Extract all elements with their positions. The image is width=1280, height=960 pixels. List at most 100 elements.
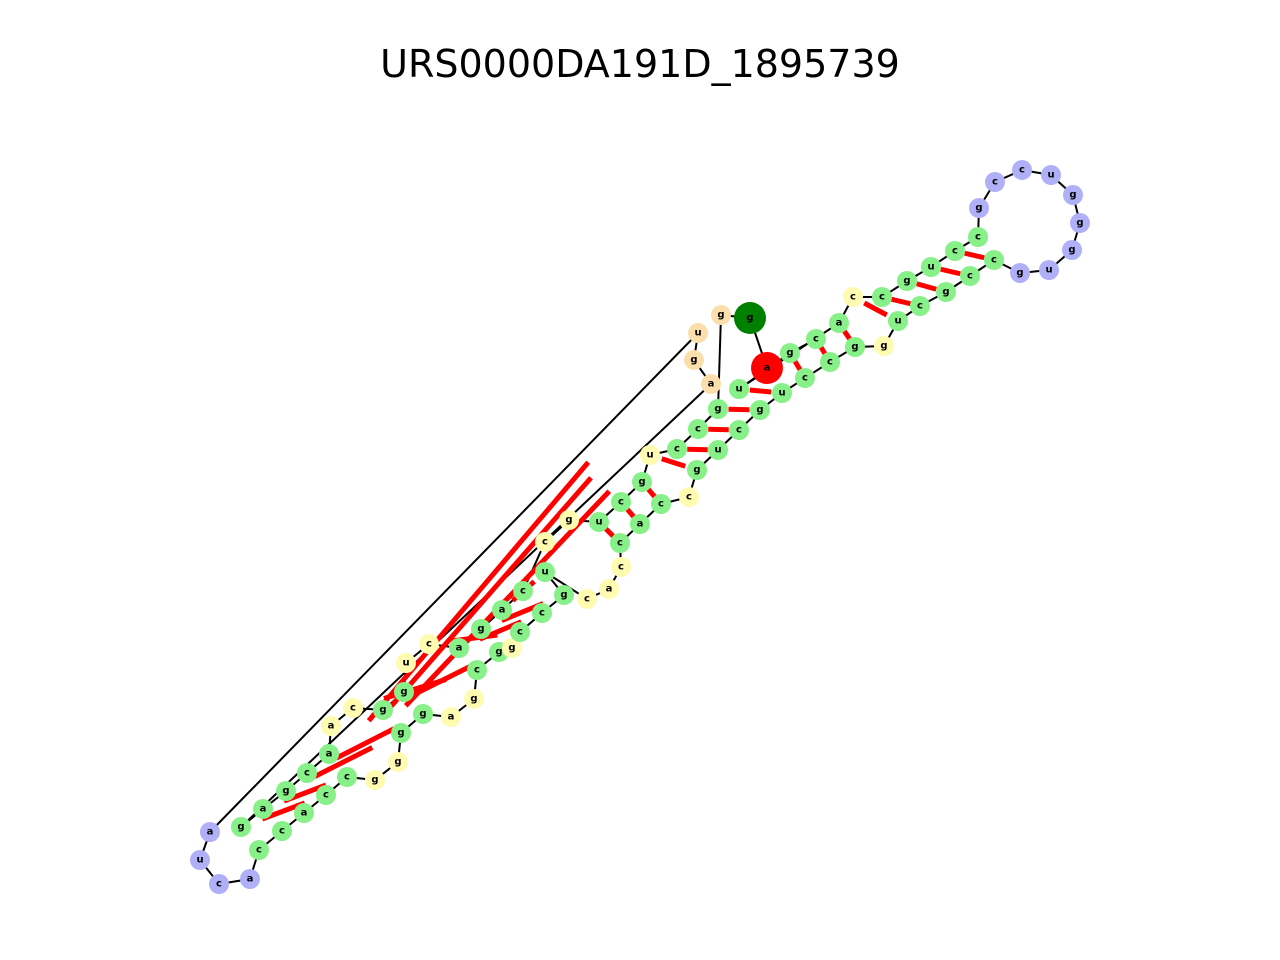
nucleotide-node: c [945,241,965,261]
nucleotide-circle [294,803,314,823]
nucleotide-circle [577,589,597,609]
nucleotide-label: a [499,605,506,616]
nucleotide-label: c [474,665,480,676]
nucleotide-label: g [508,643,515,654]
nucleotide-circle [1041,165,1061,185]
nucleotide-node: c [316,785,336,805]
nucleotide-circle [711,305,731,325]
nucleotide-label: a [328,721,335,732]
nucleotide-node: u [589,512,609,532]
nucleotide-label: g [1016,268,1023,279]
nucleotide-circle [806,329,826,349]
nucleotide-node: c [611,557,631,577]
nucleotide-circle [679,487,699,507]
nucleotide-label: u [646,450,653,461]
base-pair [313,745,374,779]
nucleotide-circle [253,799,273,819]
nucleotide-node: u [190,850,210,870]
nucleotide-circle [688,323,708,343]
base-pair [749,387,772,395]
nucleotide-label: u [694,328,701,339]
nucleotide-node: g [394,682,414,702]
nucleotide-circle [960,266,980,286]
nucleotide-circle [464,689,484,709]
nucleotide-label: g [419,709,426,720]
nucleotide-circle [502,638,522,658]
nucleotide-label: a [606,584,613,595]
nucleotide-node: a [321,716,341,736]
nucleotide-label: c [323,790,329,801]
nucleotide-circle [532,603,552,623]
nucleotide-circle [510,622,530,642]
nucleotide-node: a [200,822,220,842]
nucleotide-node: c [820,352,840,372]
nucleotide-node: g [554,585,574,605]
nucleotide-circle [734,302,766,334]
nucleotide-circle [396,653,416,673]
nucleotide-label: g [903,276,910,287]
nucleotide-node: c [1012,160,1032,180]
nucleotide-node: c [910,296,930,316]
nucleotide-circle [200,822,220,842]
nucleotide-node: g [750,400,770,420]
nucleotide-node: a [829,313,849,333]
nucleotide-circle [708,399,728,419]
nucleotide-label: g [746,313,753,324]
nucleotide-circle [945,241,965,261]
nucleotide-label: g [693,465,700,476]
nucleotide-node: g [365,770,385,790]
nucleotide-label: c [879,292,885,303]
nucleotide-node: a [492,600,512,620]
nucleotide-circle [651,494,671,514]
nucleotide-circle [667,439,687,459]
nucleotide-node: u [772,383,792,403]
nucleotide-circle [1010,263,1030,283]
end-marker-node: g [734,302,766,334]
nucleotide-circle [321,716,341,736]
nucleotide-node: g [373,700,393,720]
nucleotide-label: g [565,515,572,526]
nucleotide-circle [874,336,894,356]
nucleotide-node: c [577,589,597,609]
nucleotide-label: c [617,538,623,549]
nucleotide-label: c [813,334,819,345]
nucleotide-node: g [708,399,728,419]
nucleotide-node: c [679,487,699,507]
nucleotide-circle [249,840,269,860]
backbone-link [717,314,722,410]
base-pair [708,426,729,433]
nucleotide-label: a [326,749,333,760]
nucleotide-node: g [502,638,522,658]
nucleotide-circle [441,707,461,727]
nucleotide-circle [936,282,956,302]
nucleotide-label: c [992,177,998,188]
nucleotide-label: g [495,647,502,658]
nucleotide-node: g [632,472,652,492]
nucleotide-node: g [845,337,865,357]
nucleotide-node: c [611,492,631,512]
nucleotide-circle [388,752,408,772]
nucleotide-label: g [1076,218,1083,229]
nucleotide-circle [492,600,512,620]
nucleotide-label: g [400,687,407,698]
nucleotide-circle [843,287,863,307]
nucleotide-node: c [419,634,439,654]
nucleotide-node: c [510,622,530,642]
nucleotide-node: g [1070,213,1090,233]
nucleotide-circle [910,296,930,316]
nucleotide-circle [684,350,704,370]
nucleotide-circle [632,472,652,492]
base-pair [863,300,888,318]
nucleotide-circle [319,744,339,764]
nucleotide-label: g [237,822,244,833]
base-pair [383,476,593,715]
nucleotide-node: u [1041,165,1061,185]
nucleotide-node: u [688,323,708,343]
nucleotide-circle [535,532,555,552]
nucleotide-label: a [708,379,715,390]
nucleotide-node: g [231,817,251,837]
nucleotide-node: c [610,533,630,553]
nucleotide-node: g [1062,240,1082,260]
nucleotide-node: c [209,874,229,894]
nucleotide-node: c [667,439,687,459]
